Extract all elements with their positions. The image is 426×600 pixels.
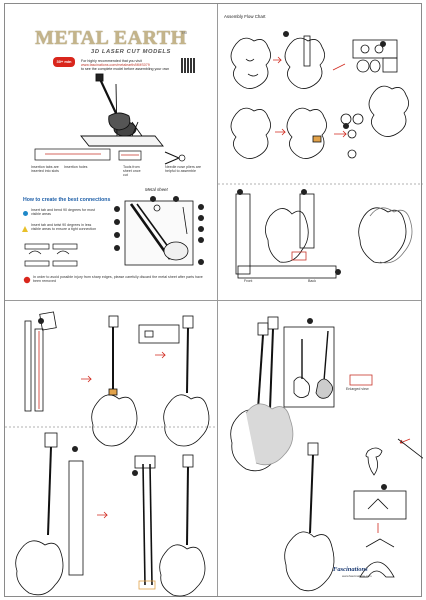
horizontal-divider: [5, 300, 421, 301]
conn1-text: Insert tab and bend 90 degrees for most …: [31, 208, 95, 216]
warning-text: In order to avoid possible injury from s…: [33, 275, 203, 283]
back-label: Back: [308, 279, 316, 283]
step-6-side-strip: [235, 193, 251, 275]
recommend-line-2: to see the complete model before assembl…: [81, 67, 170, 72]
model-url-link[interactable]: www.fascinations.com/metalearth/MMS079: [81, 63, 150, 68]
step-7-neck-parts: [24, 311, 57, 412]
step-9-assembled-body: [358, 207, 413, 264]
conn2-text: Insert tab and twist 90 degrees in less …: [31, 223, 97, 231]
flow-step-markers: [237, 31, 386, 275]
stand-detail-box: [283, 326, 335, 408]
step-10-strings: [134, 455, 156, 590]
neck-steps: [5, 311, 217, 597]
best-connections-title: How to create the best connections: [23, 197, 111, 203]
headstock-detail: [138, 324, 180, 344]
fascinations-logo: Fascinations: [333, 566, 368, 573]
stand-base: [359, 561, 395, 578]
stand-step-markers: [307, 318, 387, 490]
flow-chart-title: Assembly Flow Chart: [224, 14, 266, 19]
pliers-text: Needle nose pliers are helpful to assemb…: [165, 165, 201, 173]
brand-title: METAL EARTH: [35, 27, 187, 49]
tools-label: Tools from sheet once cut: [123, 165, 145, 178]
neck-step-markers: [38, 318, 138, 476]
flow-chart-quadrant: Assembly Flow Chart: [218, 4, 423, 300]
metal-sheet-label: Metal sheet: [145, 187, 168, 192]
step-9-headstock-guitar: [15, 432, 64, 596]
front-label: Front: [244, 279, 253, 283]
insertion-tabs-label: Insertion tabs are inserted into slots: [31, 165, 61, 174]
step-1-guitar-body: [230, 37, 271, 89]
step-7-guitar-with-neck: [91, 315, 138, 447]
neck-assembly-quadrant: [5, 301, 217, 598]
step-1-body-back: [284, 35, 325, 89]
stand-piece-icon: [365, 438, 423, 476]
tab-twist-icon: [22, 226, 28, 232]
assembly-steps-1-to-6: [218, 31, 423, 279]
tools-text: Tools from sheet once cut: [123, 165, 141, 177]
brand-subtitle: 3D LASER CUT MODELS: [91, 49, 172, 55]
step-11-guitar-pair: [230, 316, 294, 472]
step-10-guitar: [159, 454, 206, 597]
stand-assembly-quadrant: Enlarged view: [218, 301, 423, 598]
stand-detail-2: [353, 490, 407, 520]
finished-model-illustration: [34, 73, 186, 165]
instruction-sheet: METAL EARTH TM 3D LASER CUT MODELS 30+ m…: [4, 3, 423, 598]
insertion-tabs-text: Insertion tabs are inserted into slots: [31, 165, 59, 173]
pliers-label: Needle nose pliers are helpful to assemb…: [165, 165, 201, 174]
cut-tabs-diagram: [34, 148, 186, 165]
recommend-text: For highly recommended that you visit ww…: [81, 59, 177, 71]
step-2-detail: [352, 39, 398, 59]
step-7-side-strip: [299, 193, 315, 249]
step-4-guitar-body: [286, 107, 327, 159]
qr-code-icon[interactable]: [181, 58, 196, 73]
connection-tip-2: Insert tab and twist 90 degrees in less …: [31, 223, 99, 232]
fascinations-url[interactable]: www.fascinations.com: [342, 574, 372, 578]
tab-bend-icon: [23, 211, 28, 216]
step-12-final-guitar: [284, 442, 335, 592]
step-5-guitar-body: [368, 85, 409, 137]
step-3-guitar-body: [230, 107, 271, 159]
recommend-line-1: For highly recommended that you visit: [81, 59, 142, 63]
enlarged-view-label: Enlarged view: [346, 387, 369, 391]
guitar-stand-icon: [80, 73, 164, 147]
insertion-holes-label: Insertion holes: [64, 165, 88, 169]
intro-quadrant: METAL EARTH TM 3D LASER CUT MODELS 30+ m…: [5, 4, 217, 300]
step-8-guitar: [163, 315, 210, 447]
connection-tip-1: Insert tab and bend 90 degrees for most …: [31, 208, 97, 217]
safety-warning: In order to avoid possible injury from s…: [33, 275, 205, 284]
step-9-neck-strip: [68, 460, 84, 576]
trademark: TM: [181, 30, 187, 35]
stand-steps: [230, 316, 423, 592]
step-8-long-strip: [237, 265, 337, 279]
time-badge: 30+ min: [53, 57, 75, 67]
